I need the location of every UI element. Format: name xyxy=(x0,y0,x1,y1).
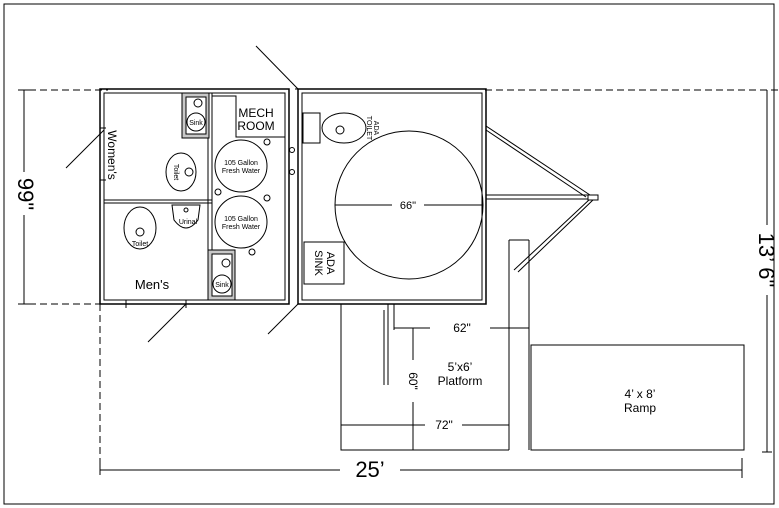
womens-sink-label: Sink xyxy=(189,120,203,127)
mens-door[interactable] xyxy=(147,303,187,343)
urinal-drain xyxy=(183,207,189,213)
mens-sink-basin xyxy=(212,274,232,294)
urinal-label: Urinal xyxy=(179,219,198,226)
outer-frame xyxy=(3,3,775,505)
womens-sink-faucet xyxy=(193,98,203,108)
womens-toilet-label: Toilet xyxy=(172,164,179,180)
womens-door[interactable] xyxy=(65,129,105,169)
hitch-tongue-top-2 xyxy=(485,129,587,198)
dim-right-label: 13’ 6" xyxy=(754,233,779,288)
ada-wall-fixture-2 xyxy=(289,169,295,175)
valve-4 xyxy=(248,248,256,256)
dim-left-label: 99" xyxy=(13,178,38,210)
ada-toilet-seat xyxy=(335,125,345,135)
dim-platform-width-label: 62" xyxy=(453,321,471,335)
mens-toilet-label: Toilet xyxy=(132,241,148,248)
urinal xyxy=(171,204,201,229)
hitch-tongue-top xyxy=(485,125,591,196)
womens-toilet xyxy=(165,152,197,192)
ada-unit-outline xyxy=(297,88,487,305)
mens-toilet-seat xyxy=(135,227,145,237)
mens-sink-label: Sink xyxy=(215,282,229,289)
ada-sink xyxy=(303,241,345,285)
womens-toilet-seat xyxy=(184,167,194,177)
ada-bottom-door[interactable] xyxy=(267,303,299,335)
platform-name-label: Platform xyxy=(438,374,483,388)
fresh-water-tank-2 xyxy=(214,195,268,249)
ramp xyxy=(530,344,745,451)
ramp-name-label: Ramp xyxy=(624,401,656,415)
mens-sink-faucet xyxy=(221,258,231,268)
ada-sink-label: ADASINK xyxy=(312,250,336,276)
dim-bottom-label: 25’ xyxy=(355,457,384,482)
mech-room-wall xyxy=(212,95,285,138)
hitch-tongue-bottom-2 xyxy=(517,198,595,273)
fresh-water-tank-1 xyxy=(214,139,268,193)
valve-3 xyxy=(263,194,271,202)
dim-platform-depth-label: 60" xyxy=(406,372,420,390)
valve-1 xyxy=(263,138,271,146)
platform-outline xyxy=(340,304,509,451)
ada-unit-inner xyxy=(301,92,483,301)
restroom-unit-outline xyxy=(99,88,290,305)
dim-platform-bottom-label: 72" xyxy=(435,418,453,432)
ada-toilet-tank xyxy=(302,112,321,144)
womens-sink-basin xyxy=(186,112,206,132)
hitch-tongue-bottom xyxy=(513,198,591,271)
valve-2 xyxy=(214,188,222,196)
ada-toilet-label: ADATOILET xyxy=(365,116,379,141)
hitch-coupler xyxy=(587,194,599,201)
mens-label: Men's xyxy=(135,277,170,292)
ada-wall-fixture-1 xyxy=(289,147,295,153)
platform-size-label: 5’x6’ xyxy=(448,360,473,374)
turning-circle-label: 66" xyxy=(400,200,416,212)
ramp-size-label: 4’ x 8’ xyxy=(625,387,656,401)
ada-top-door[interactable] xyxy=(255,45,299,90)
womens-label: Women's xyxy=(105,130,119,179)
